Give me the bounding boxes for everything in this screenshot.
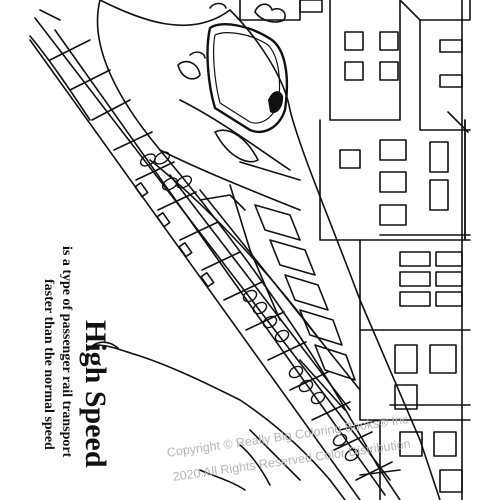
railway-tracks <box>29 17 393 500</box>
page-title: High Speed <box>79 320 112 468</box>
train <box>96 0 441 500</box>
description-line-2: faster than the normal speed <box>41 279 56 450</box>
description-line-1: is a type of passenger rail transport <box>59 246 74 458</box>
rail-edge <box>29 9 91 121</box>
ground <box>87 341 346 500</box>
trees <box>209 2 286 23</box>
